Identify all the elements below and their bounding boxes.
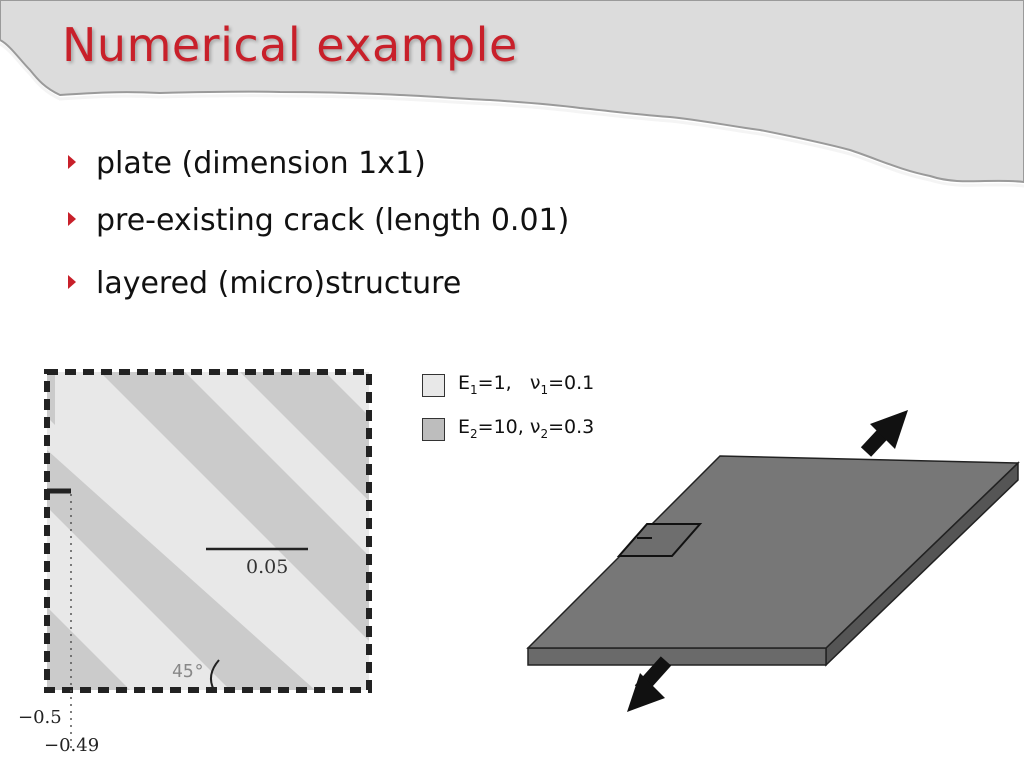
crack-region	[616, 523, 703, 557]
plate-top-face	[526, 455, 1020, 649]
x-tick-label: −0.5	[18, 707, 62, 728]
layered-plate-figure: 0.05 45° −0.5 −0.49	[18, 369, 372, 756]
angle-label: 45°	[172, 661, 205, 682]
plate-3d-figure	[526, 410, 1020, 712]
dark-layer	[47, 449, 315, 690]
bullet-item: plate (dimension 1x1)	[68, 146, 426, 181]
triangle-bullet-icon	[68, 212, 76, 226]
arrow-down-left-icon	[627, 656, 672, 712]
layer-width-label: 0.05	[246, 556, 288, 578]
triangle-bullet-icon	[68, 155, 76, 169]
crack-tip-label: −0.49	[44, 735, 99, 756]
angle-arc	[209, 659, 220, 691]
dark-layer	[47, 607, 130, 690]
plate-front-face	[527, 647, 827, 666]
header-band	[0, 0, 1024, 188]
legend-swatch-dark	[422, 418, 445, 441]
bullet-text: pre-existing crack (length 0.01)	[96, 203, 570, 238]
bullet-item: layered (micro)structure	[68, 266, 461, 301]
legend-label-material-2: E2=10, ν2=0.3	[458, 416, 595, 441]
legend-label-material-1: E1=1, ν1=0.1	[458, 372, 595, 397]
bullet-item: pre-existing crack (length 0.01)	[68, 203, 569, 238]
arrow-up-right-icon	[860, 410, 908, 457]
plate-boundary	[44, 369, 372, 693]
triangle-bullet-icon	[68, 275, 76, 289]
slide-title: Numerical example	[62, 18, 518, 72]
dark-layer	[100, 372, 369, 641]
bullet-text: plate (dimension 1x1)	[96, 146, 426, 181]
bullet-text: layered (micro)structure	[96, 266, 462, 301]
legend-swatch-light	[422, 374, 445, 397]
dark-layer	[240, 372, 369, 501]
